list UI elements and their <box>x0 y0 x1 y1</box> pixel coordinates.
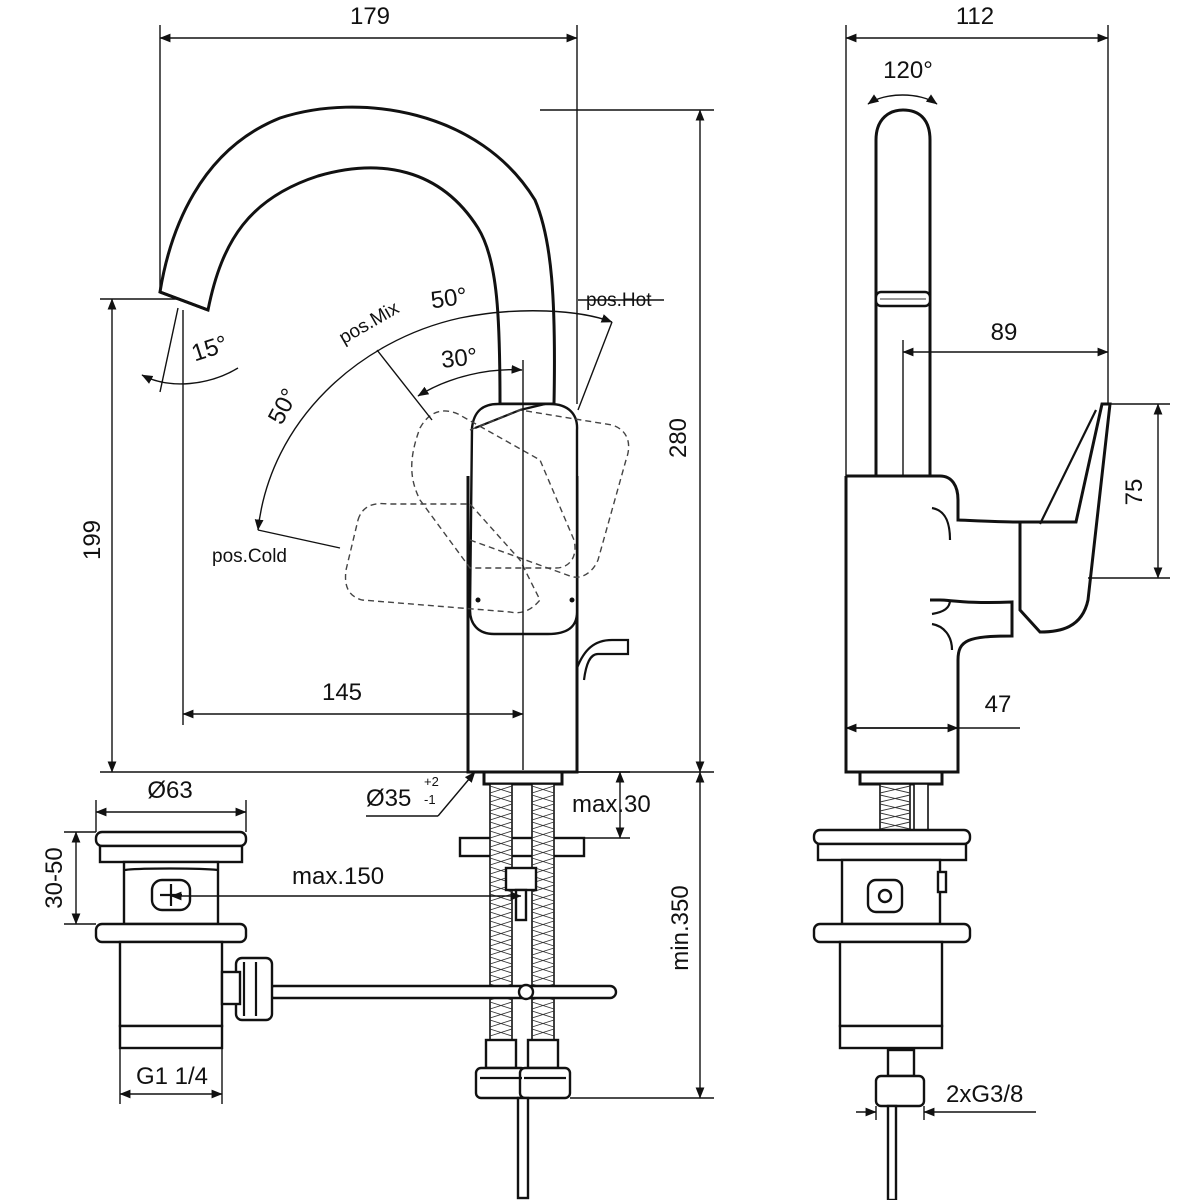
side-waste-thread <box>838 1024 944 1050</box>
waste-cap <box>94 830 248 848</box>
dim-hose-clearance: min.350 <box>667 885 694 970</box>
hose-nut-right <box>518 1066 572 1100</box>
dim-height-overall: 280 <box>665 418 692 458</box>
dimension-lines <box>64 25 1170 1120</box>
side-rod <box>913 783 929 835</box>
popup-knob <box>575 638 630 681</box>
dim-aerator-offset: 89 <box>991 319 1018 346</box>
dim-hose-thread: 2xG3/8 <box>946 1081 1023 1108</box>
pivot-housing <box>234 956 274 1022</box>
spout-mouth <box>159 290 209 312</box>
dim-spout-reach: 145 <box>322 679 362 706</box>
side-hose-nut <box>874 1074 926 1108</box>
popup-rod-down <box>516 1096 530 1200</box>
pivot-nut <box>220 970 242 1006</box>
fixing-nut <box>504 866 538 892</box>
side-rod-down <box>886 1104 898 1200</box>
waste-tailpiece <box>118 940 224 1028</box>
dim-deck-thickness: max.30 <box>572 791 651 818</box>
fixing-stud <box>514 888 528 922</box>
waste-thread <box>118 1024 224 1050</box>
side-body-curve <box>931 506 952 616</box>
label-pos-hot: pos.Hot <box>586 290 652 311</box>
side-waste-flange <box>816 842 968 862</box>
side-hose-braid <box>879 785 911 830</box>
angle-spout-tilt: 15° <box>188 330 231 367</box>
dim-lever-height: 75 <box>1121 479 1148 506</box>
angle-lever-cold: 50° <box>263 384 304 429</box>
side-pivot-stub <box>936 870 948 894</box>
lever-position-hot <box>469 409 630 578</box>
side-hose-fitting <box>886 1048 916 1078</box>
side-waste-tail <box>838 940 944 1028</box>
base-flange <box>482 770 564 786</box>
hose-nut-left <box>474 1066 528 1100</box>
side-body-curve2 <box>931 622 954 651</box>
dim-body-depth: 47 <box>985 691 1012 718</box>
dim-hole-diameter: Ø35 <box>366 785 411 812</box>
side-body-top <box>846 474 1021 524</box>
label-pos-cold: pos.Cold <box>212 546 287 567</box>
dimension-labels: 179 112 120° 89 75 47 280 199 145 15° 50… <box>41 3 1148 1108</box>
dim-spout-height: 199 <box>79 520 106 560</box>
side-overflow-hole <box>877 888 893 904</box>
lever-dot <box>475 597 481 603</box>
rod-clip <box>517 983 535 1001</box>
waste-body-edge <box>123 867 219 872</box>
side-lever <box>1018 402 1112 634</box>
side-view-faucet <box>812 108 1112 1200</box>
side-base-flange <box>858 770 944 786</box>
front-view-waste <box>94 830 274 1050</box>
pivot-ribs <box>242 962 258 1016</box>
angle-lever-hot: 50° <box>429 283 469 315</box>
label-pos-mix: pos.Mix <box>336 298 404 349</box>
side-waste-cap <box>812 828 972 846</box>
hose-fitting-right <box>526 1038 560 1070</box>
waste-flange <box>98 844 244 864</box>
dim-width-overall: 179 <box>350 3 390 30</box>
dim-rod-length: max.150 <box>292 863 384 890</box>
dim-waste-thread: G1 1/4 <box>136 1063 208 1090</box>
dim-hole-tol-plus: +2 <box>424 774 439 789</box>
mounting-plate <box>458 836 586 858</box>
front-view-faucet <box>158 105 630 1200</box>
angle-swivel: 120° <box>883 57 933 84</box>
side-lever-ridge <box>1039 409 1097 525</box>
popup-rod <box>266 984 618 1000</box>
dim-waste-diameter: Ø63 <box>147 777 192 804</box>
waste-lower-flange <box>94 922 248 944</box>
dim-depth-overall: 112 <box>956 3 994 30</box>
dim-hole-tol-minus: -1 <box>424 792 436 807</box>
dim-waste-adjust: 30-50 <box>41 847 68 908</box>
side-spout <box>874 108 932 476</box>
side-waste-lower <box>812 922 972 944</box>
hose-fitting-left <box>484 1038 518 1070</box>
angle-lever-mix: 30° <box>440 343 479 374</box>
lever-dot <box>569 597 575 603</box>
